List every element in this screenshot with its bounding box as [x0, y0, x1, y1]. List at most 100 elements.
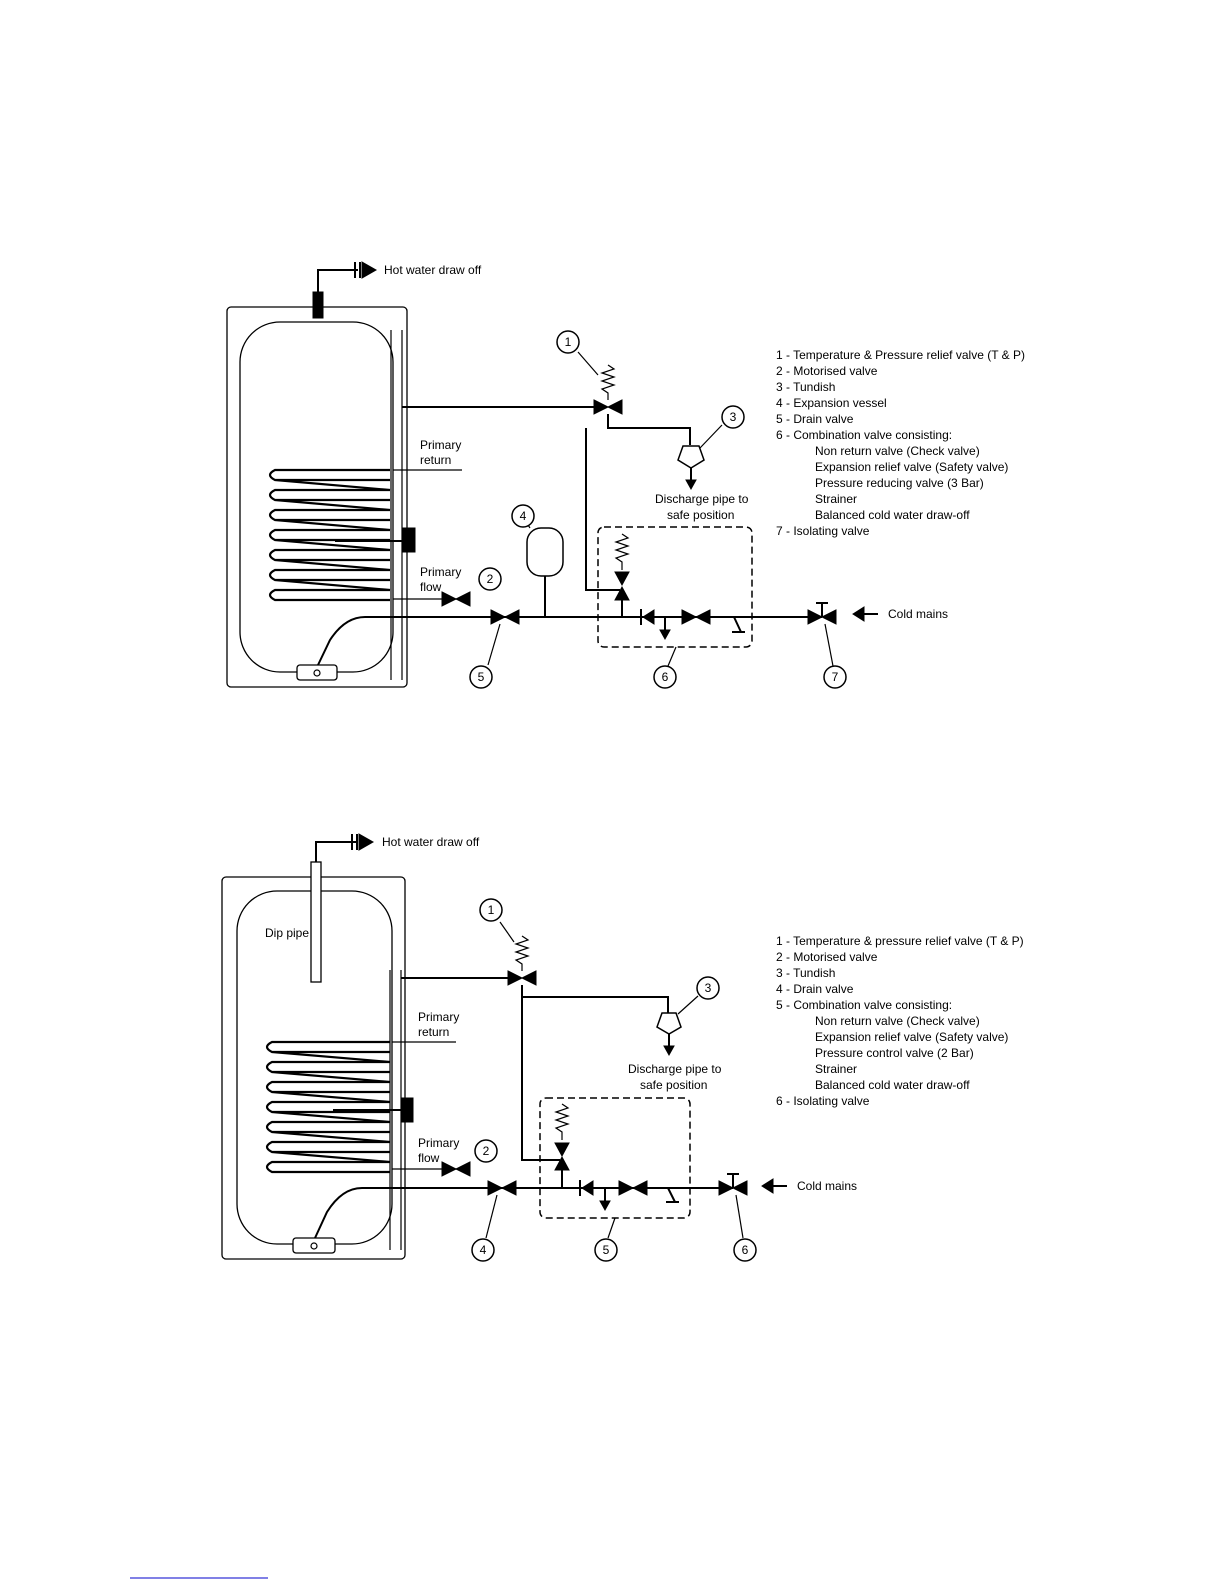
legend-1-item: 4 - Expansion vessel — [776, 396, 887, 410]
hot-water-label: Hot water draw off — [382, 835, 480, 849]
dip-pipe — [310, 861, 322, 983]
cold-feed-spreader — [292, 1237, 336, 1254]
heating-coil — [268, 468, 391, 602]
tp-valve-spring-icon — [600, 364, 616, 400]
callout-5-leader — [607, 1217, 616, 1239]
tp-valve-right-icon — [520, 970, 537, 986]
primary-flow-line-2: flow — [418, 1151, 440, 1165]
callout-6-leader — [735, 1194, 744, 1239]
balanced-draw-off-arrow-icon — [599, 1200, 611, 1212]
cold-mains-arrow-icon — [852, 606, 865, 622]
legend-1-subitem: Expansion relief valve (Safety valve) — [815, 460, 1008, 474]
legend-2-subitem: Strainer — [815, 1062, 857, 1076]
cold-feed-spreader — [296, 664, 338, 681]
tundish-icon — [677, 445, 705, 469]
pressure-reducing-right-icon — [694, 609, 711, 625]
primary-return-line-2: return — [418, 1025, 449, 1039]
dip-pipe-label: Dip pipe — [265, 926, 309, 940]
isolating-valve-left-icon — [718, 1180, 735, 1196]
safety-valve-spring-icon — [554, 1103, 570, 1140]
isolating-valve-left-icon — [807, 609, 824, 625]
callout-1: 1 — [556, 330, 580, 354]
discharge-label: Discharge pipe to safe position — [628, 1062, 722, 1092]
callout-1: 1 — [479, 898, 503, 922]
legend-2-item: 1 - Temperature & pressure relief valve … — [776, 934, 1024, 948]
callout-3-number: 3 — [730, 410, 737, 424]
legend-2-item: 3 - Tundish — [776, 966, 835, 980]
balanced-draw-off-arrow-icon — [659, 629, 671, 641]
callout-1-leader — [499, 921, 515, 943]
discharge-line-2: safe position — [667, 508, 734, 522]
legend-2-item: 5 - Combination valve consisting: — [776, 998, 952, 1012]
safety-valve-bottom-icon — [554, 1155, 570, 1171]
callout-2-number: 2 — [483, 1144, 490, 1158]
primary-flow-line-1: Primary — [420, 565, 461, 579]
legend-2-subitem: Balanced cold water draw-off — [815, 1078, 970, 1092]
legend-2-subitem: Pressure control valve (2 Bar) — [815, 1046, 974, 1060]
callout-4: 4 — [471, 1238, 495, 1262]
spreader-hole-icon — [310, 1242, 318, 1250]
callout-3: 3 — [696, 976, 720, 1000]
cold-mains-label: Cold mains — [888, 607, 948, 621]
callout-3-leader — [677, 995, 699, 1015]
callout-5-number: 5 — [603, 1243, 610, 1257]
callout-5-leader — [487, 623, 501, 666]
legend-2-subitem: Non return valve (Check valve) — [815, 1014, 980, 1028]
legend-1-item: 5 - Drain valve — [776, 412, 854, 426]
primary-return-line-1: Primary — [420, 438, 461, 452]
legend-1-item: 7 - Isolating valve — [776, 524, 870, 538]
callout-2: 2 — [478, 567, 502, 591]
legend-1-subitem: Balanced cold water draw-off — [815, 508, 970, 522]
primary-flow-line-1: Primary — [418, 1136, 459, 1150]
discharge-line-2: safe position — [640, 1078, 707, 1092]
check-valve-icon — [642, 609, 655, 625]
cylinder-inner-vessel — [239, 321, 394, 673]
callout-6-number: 6 — [662, 670, 669, 684]
tp-valve-right-icon — [606, 399, 623, 415]
combination-valve-box — [597, 526, 753, 648]
callout-4-leader — [485, 1194, 498, 1239]
strainer-icon — [732, 616, 745, 633]
callout-7-number: 7 — [832, 670, 839, 684]
callout-5: 5 — [469, 665, 493, 689]
legend-1-item: 3 - Tundish — [776, 380, 835, 394]
hot-water-arrow-icon — [358, 833, 375, 851]
drain-valve-right-icon — [503, 609, 520, 625]
tp-valve-left-icon — [507, 970, 524, 986]
callout-4-number: 4 — [480, 1243, 487, 1257]
check-valve-icon — [581, 1180, 594, 1196]
callout-4: 4 — [511, 504, 535, 528]
callout-3: 3 — [721, 405, 745, 429]
discharge-line-1: Discharge pipe to — [628, 1062, 722, 1076]
primary-flow-line-2: flow — [420, 580, 442, 594]
hot-water-outlet-stub — [312, 291, 324, 319]
thermostat-icon — [400, 1097, 414, 1123]
safety-valve-bottom-icon — [614, 585, 630, 601]
legend-1-item: 1 - Temperature & Pressure relief valve … — [776, 348, 1025, 362]
legend-2-item: 2 - Motorised valve — [776, 950, 878, 964]
legend-1-subitem: Pressure reducing valve (3 Bar) — [815, 476, 984, 490]
expansion-vessel-icon — [526, 527, 564, 577]
pressure-control-left-icon — [618, 1180, 635, 1196]
drain-valve-left-icon — [487, 1180, 504, 1196]
callout-6-number: 6 — [742, 1243, 749, 1257]
motorised-valve-right-icon — [454, 1161, 471, 1177]
pressure-control-right-icon — [631, 1180, 648, 1196]
callout-3-leader — [699, 424, 723, 449]
cold-feed-internal-pipe — [317, 616, 402, 666]
relief-discharge-pipe — [521, 997, 560, 1161]
tp-discharge-pipe — [607, 414, 691, 445]
motorised-valve-left-icon — [441, 591, 458, 607]
spreader-hole-icon — [313, 669, 321, 677]
primary-return-line-1: Primary — [418, 1010, 459, 1024]
relief-discharge-pipe — [585, 428, 620, 591]
pressure-reducing-left-icon — [681, 609, 698, 625]
cold-feed-internal-pipe — [314, 1187, 401, 1239]
legend-1-item: 2 - Motorised valve — [776, 364, 878, 378]
legend-2-item: 4 - Drain valve — [776, 982, 854, 996]
legend-1-item: 6 - Combination valve consisting: — [776, 428, 952, 442]
